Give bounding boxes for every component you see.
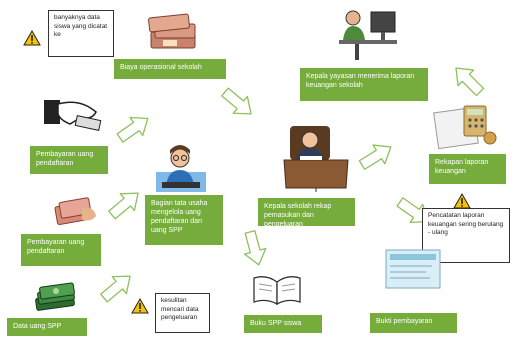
warning-triangle-icon: [131, 298, 149, 314]
arrow-biaya-to-kepala-sekolah: [217, 82, 259, 123]
box-buku-spp-siswa: Buku SPP siswa: [244, 315, 322, 333]
hand-giving-money-icon: [44, 100, 102, 131]
calculator-icon: [433, 105, 497, 150]
box-kepala-sekolah: Kepala sekolah rekap pemasukan dan penge…: [258, 198, 355, 228]
note-data-siswa: banyaknya data siswa yang dicatat ke: [48, 10, 114, 57]
arrow-kepala-sekolah-to-rekapan: [355, 137, 398, 175]
admin-staff-icon: [156, 145, 206, 192]
note-kesulitan: kesulitan mencari data pengeluaran: [155, 293, 210, 333]
box-kepala-yayasan: Kepala yayasan menerima laporan keuangan…: [300, 68, 428, 101]
arrow-kepala-sekolah-to-buku: [238, 228, 271, 269]
box-data-uang-spp: Data uang SPP: [7, 318, 87, 336]
arrow-rekapan-to-kepala-yayasan: [447, 59, 489, 101]
money-stack-icon: [148, 13, 196, 49]
office-worker-icon: [339, 10, 397, 60]
principal-at-desk-icon: [283, 126, 349, 192]
cash-bundle-icon: [54, 197, 96, 225]
box-bagian-tata-usaha: Bagian tata usaha mengelola uang pendaft…: [145, 195, 223, 245]
box-rekapan-laporan: Rekapan laporan keuangan: [429, 154, 506, 184]
box-pembayaran-pendaftaran-2: Pembayaran uang pendaftaran: [21, 234, 101, 266]
box-biaya-operasional: Biaya operasional sekolah: [114, 59, 226, 79]
receipt-icon: [385, 249, 441, 289]
box-bukti-pembayaran: Bukti pembayaran: [370, 313, 457, 333]
arrow-pembayaran-to-bagian-tu: [104, 184, 146, 225]
warning-triangle-icon: [23, 30, 41, 46]
box-pembayaran-pendaftaran-1: Pembayaran uang pendaftaran: [30, 146, 108, 174]
banknotes-icon: [35, 282, 75, 311]
arrow-pembayaran-to-biaya: [113, 108, 155, 148]
warning-triangle-icon: [453, 193, 471, 209]
open-book-icon: [253, 276, 301, 306]
